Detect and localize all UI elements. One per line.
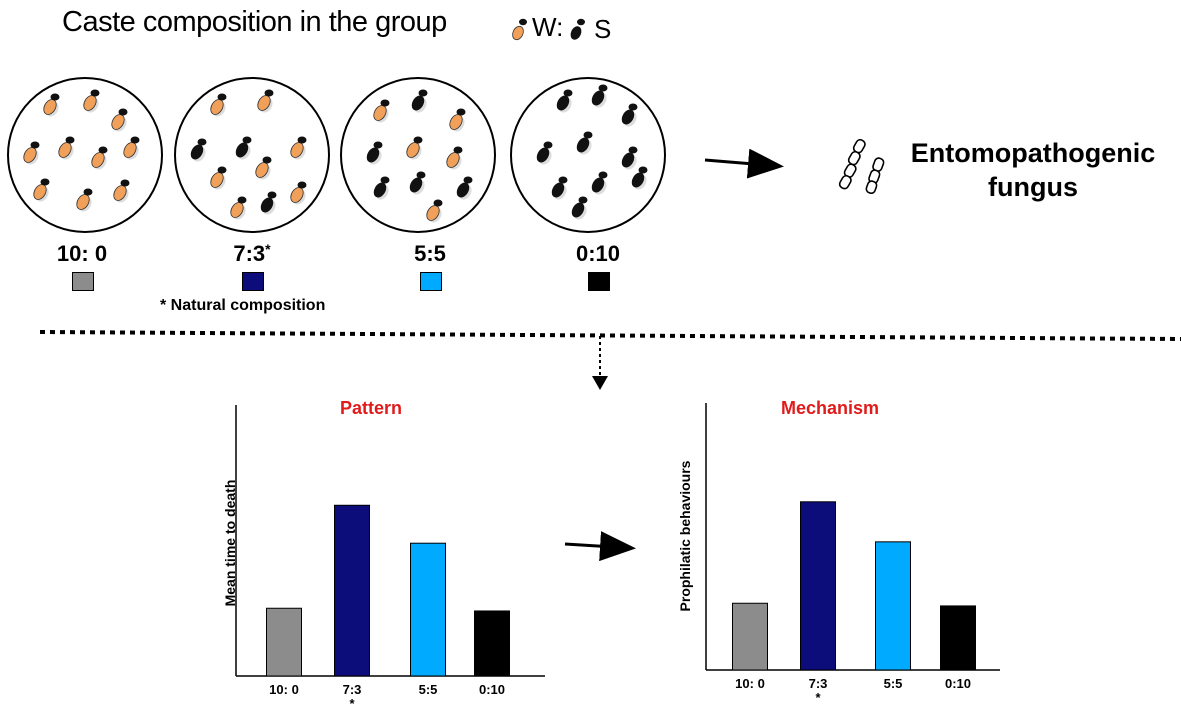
x-tick-label: 7:3 (808, 676, 828, 691)
soldier-termite-icon (591, 84, 608, 108)
soldier-termite-icon (631, 166, 648, 190)
x-tick-label: 5:5 (418, 682, 438, 697)
soldier-termite-icon (235, 136, 252, 160)
legend-soldier-label: S (594, 14, 612, 44)
worker-termite-icon (290, 181, 307, 205)
natural-composition-note: * Natural composition (160, 297, 326, 314)
worker-termite-icon (58, 136, 75, 160)
worker-termite-icon (210, 166, 227, 190)
worker-termite-icon (449, 108, 466, 132)
worker-termite-icon (111, 108, 128, 132)
ratio-text: 10: 0 (56, 241, 108, 266)
group-ratio-label: 10: 0 (42, 241, 122, 267)
worker-termite-icon (230, 196, 247, 220)
petri-dish (510, 77, 666, 233)
mechanism-chart-title: Mechanism (781, 398, 880, 418)
ratio-text: 0:10 (575, 241, 621, 266)
worker-termite-icon (113, 179, 130, 203)
worker-termite-icon (23, 141, 40, 165)
page-title: Caste composition in the group (62, 6, 447, 38)
bar-0-10 (474, 610, 510, 677)
group-ratio-label: 7:3* (212, 241, 292, 267)
x-tick-label: 7:3 (342, 682, 362, 697)
group-ratio-label: 0:10 (558, 241, 638, 267)
pattern-chart (235, 405, 545, 677)
soldier-icon (570, 18, 585, 40)
soldier-termite-icon (576, 131, 593, 155)
x-tick-label: 0:10 (478, 682, 506, 697)
group-color-swatch (72, 272, 94, 291)
soldier-termite-icon (571, 196, 588, 220)
worker-termite-icon (83, 89, 100, 113)
bar-10--0 (732, 602, 768, 671)
soldier-termite-icon (456, 176, 473, 200)
pattern-chart-title: Pattern (340, 398, 403, 418)
worker-termite-icon (255, 156, 272, 180)
ratio-text: 7:3 (233, 241, 266, 266)
soldier-termite-icon (591, 171, 608, 195)
worker-termite-icon (76, 188, 93, 212)
worker-termite-icon (91, 146, 108, 170)
x-tick-label: 5:5 (883, 676, 903, 691)
pattern-ylabel: Mean time to death (222, 479, 238, 607)
worker-termite-icon (43, 93, 60, 117)
soldier-termite-icon (556, 89, 573, 113)
soldier-termite-icon (373, 176, 390, 200)
section-divider (39, 330, 1181, 341)
bar-5-5 (410, 542, 446, 677)
soldier-termite-icon (411, 89, 428, 113)
x-tick-marker: * (349, 696, 355, 711)
worker-icon (512, 18, 527, 41)
worker-termite-icon (373, 99, 390, 123)
group-color-swatch (588, 272, 610, 291)
group-color-swatch (242, 272, 264, 291)
pattern-to-mechanism-arrow (564, 531, 636, 562)
soldier-termite-icon (409, 171, 426, 195)
petri-dish (340, 77, 496, 233)
worker-termite-icon (406, 136, 423, 160)
petri-dish (7, 77, 163, 233)
soldier-termite-icon (621, 146, 638, 170)
soldier-termite-icon (621, 103, 638, 127)
caste-legend: W: S (510, 8, 620, 44)
worker-termite-icon (290, 136, 307, 160)
worker-termite-icon (426, 199, 443, 223)
x-tick-label: 0:10 (944, 676, 972, 691)
worker-termite-icon (33, 178, 50, 202)
x-tick-marker: * (815, 690, 821, 705)
bar-7-3 (800, 501, 836, 671)
group-ratio-label: 5:5 (390, 241, 470, 267)
soldier-termite-icon (536, 141, 553, 165)
petri-dish (174, 77, 330, 233)
worker-termite-icon (123, 136, 140, 160)
ratio-text: 5:5 (414, 241, 446, 266)
natural-marker: * (265, 241, 271, 257)
mechanism-chart (705, 403, 1000, 671)
legend-worker-label: W: (532, 12, 564, 42)
mechanism-ylabel: Prophilatic behaviours (677, 460, 693, 612)
bar-7-3 (334, 504, 370, 677)
soldier-termite-icon (551, 176, 568, 200)
worker-termite-icon (446, 146, 463, 170)
fungus-icon (838, 138, 885, 195)
bar-5-5 (875, 541, 911, 671)
x-tick-label: 10: 0 (735, 676, 765, 691)
soldier-termite-icon (260, 191, 277, 215)
soldier-termite-icon (366, 141, 383, 165)
soldier-termite-icon (190, 138, 207, 162)
group-color-swatch (420, 272, 442, 291)
fungus-label: Entomopathogenic fungus (910, 138, 1156, 202)
x-tick-label: 10: 0 (269, 682, 299, 697)
worker-termite-icon (257, 89, 274, 113)
experiment-diagram (7, 77, 1181, 390)
worker-termite-icon (210, 93, 227, 117)
bar-0-10 (940, 605, 976, 671)
exposure-arrow (704, 148, 784, 179)
bar-10--0 (266, 607, 302, 677)
